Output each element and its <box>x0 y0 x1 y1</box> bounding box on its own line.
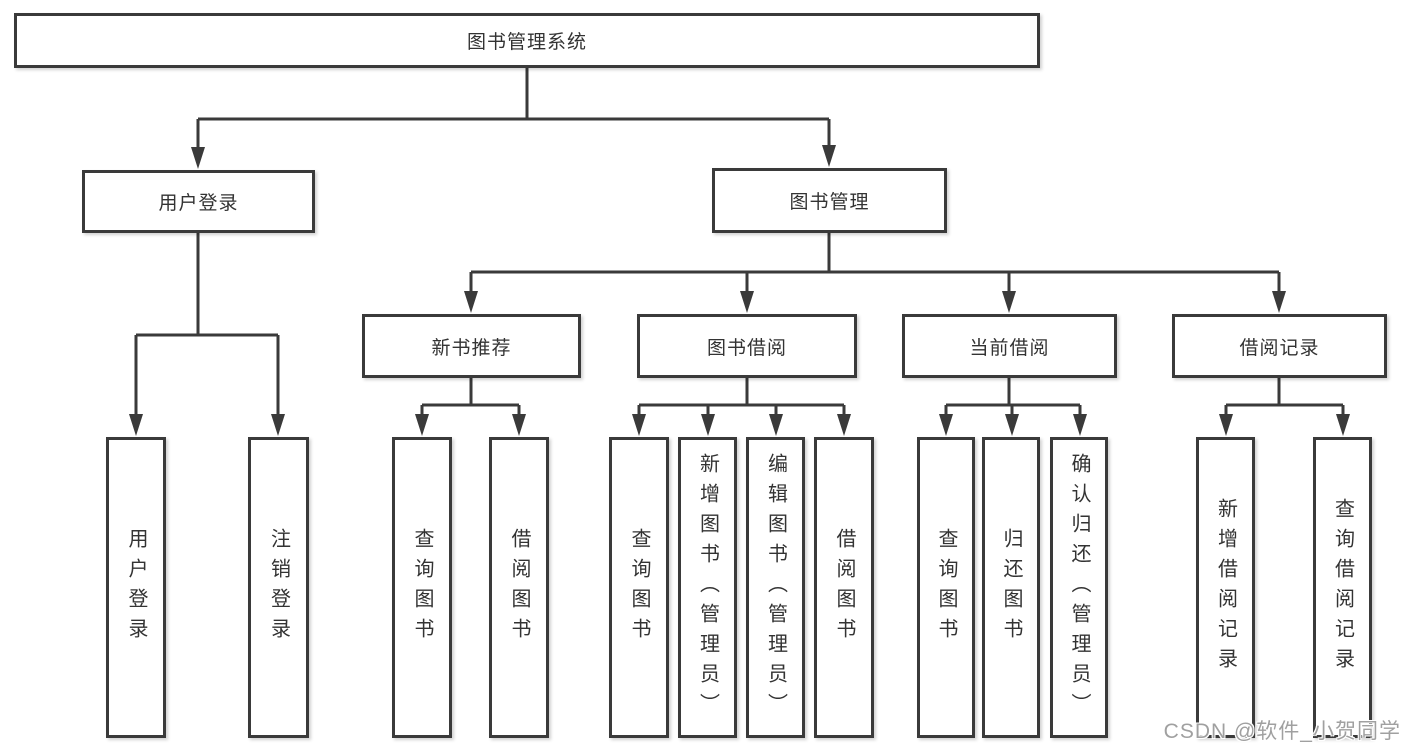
node-label: 图书管理 <box>789 192 870 213</box>
leaf-return-book: 归还图书 <box>982 437 1040 738</box>
leaf-add-borrow-record: 新增借阅记录 <box>1196 437 1255 738</box>
node-borrow-record: 借阅记录 <box>1172 314 1387 378</box>
leaf-query-borrow-record: 查询借阅记录 <box>1313 437 1372 738</box>
leaf-borrow-book-2: 借阅图书 <box>814 437 874 738</box>
leaf-label: 借阅图书 <box>833 527 855 648</box>
leaf-edit-book-admin: 编辑图书（管理员） <box>746 437 805 738</box>
node-book-borrow: 图书借阅 <box>637 314 857 378</box>
node-label: 新书推荐 <box>431 337 512 359</box>
leaf-label: 查询图书 <box>935 527 957 648</box>
leaf-label: 确认归还（管理员） <box>1068 452 1090 723</box>
node-book-management: 图书管理 <box>712 168 947 233</box>
node-root-label: 图书管理系统 <box>466 32 587 53</box>
leaf-label: 新增借阅记录 <box>1214 497 1237 678</box>
leaf-label: 用户登录 <box>125 527 147 648</box>
leaf-user-login: 用户登录 <box>106 437 166 738</box>
connector-path <box>134 68 1345 418</box>
leaf-query-book-2: 查询图书 <box>609 437 669 738</box>
leaf-confirm-return-admin: 确认归还（管理员） <box>1050 437 1108 738</box>
leaf-borrow-book-1: 借阅图书 <box>489 437 549 738</box>
leaf-label: 注销登录 <box>267 527 290 648</box>
leaf-label: 查询借阅记录 <box>1331 497 1354 678</box>
leaf-logout: 注销登录 <box>248 437 309 738</box>
leaf-add-book-admin: 新增图书（管理员） <box>678 437 737 738</box>
node-label: 用户登录 <box>158 193 239 214</box>
leaf-query-book-3: 查询图书 <box>917 437 975 738</box>
leaf-label: 查询图书 <box>628 527 650 648</box>
node-user-login: 用户登录 <box>82 170 315 233</box>
leaf-label: 归还图书 <box>1000 527 1022 648</box>
leaf-label: 借阅图书 <box>508 527 530 648</box>
leaf-label: 编辑图书（管理员） <box>764 452 787 723</box>
node-label: 借阅记录 <box>1239 337 1320 359</box>
node-label: 当前借阅 <box>969 337 1050 359</box>
node-label: 图书借阅 <box>706 337 787 359</box>
node-current-borrow: 当前借阅 <box>902 314 1117 378</box>
leaf-query-book-1: 查询图书 <box>392 437 452 738</box>
node-root: 图书管理系统 <box>14 13 1040 68</box>
leaf-label: 查询图书 <box>411 527 433 648</box>
csdn-watermark: CSDN @软件_小贺同学 <box>1163 720 1401 743</box>
node-new-book-recommend: 新书推荐 <box>362 314 581 378</box>
leaf-label: 新增图书（管理员） <box>696 452 719 723</box>
